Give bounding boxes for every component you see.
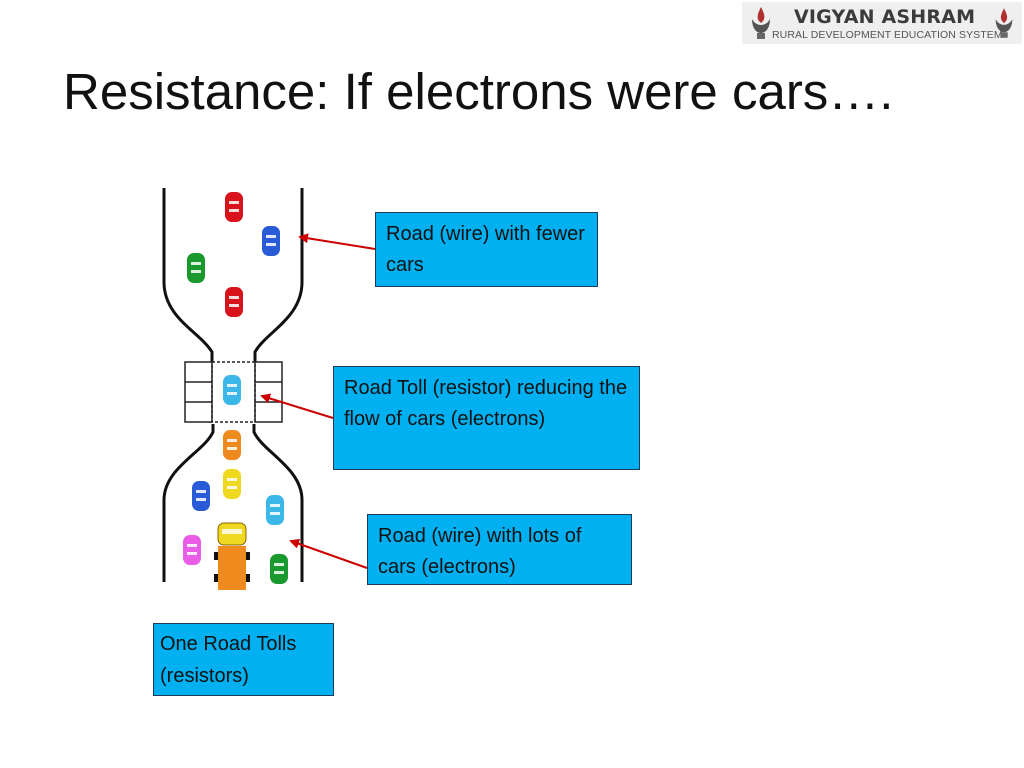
callout-road-toll: Road Toll (resistor) reducing the flow o… [333, 366, 640, 470]
car-icon [225, 287, 243, 317]
callout-fewer-cars: Road (wire) with fewer cars [375, 212, 598, 287]
car-icon [225, 192, 243, 222]
road-bottom [162, 424, 304, 582]
logo-tagline: RURAL DEVELOPMENT EDUCATION SYSTEM [772, 29, 1003, 41]
car-icon [266, 495, 284, 525]
truck-icon [214, 522, 250, 590]
callout-lots-of-cars: Road (wire) with lots of cars (electrons… [367, 514, 632, 585]
lamp-emblem-icon [995, 8, 1013, 38]
slide-title: Resistance: If electrons were cars…. [63, 63, 894, 120]
car-icon [223, 430, 241, 460]
toll-booth [184, 361, 283, 423]
car-icon [192, 481, 210, 511]
road-top [162, 188, 304, 362]
car-icon [270, 554, 288, 584]
car-icon [187, 253, 205, 283]
car-icon [223, 375, 241, 405]
logo-name: VIGYAN ASHRAM [794, 6, 976, 28]
lamp-emblem-icon [752, 7, 770, 39]
logo: VIGYAN ASHRAM RURAL DEVELOPMENT EDUCATIO… [742, 2, 1022, 44]
car-icon [262, 226, 280, 256]
pointer-arrows [260, 233, 376, 569]
car-icon [223, 469, 241, 499]
callout-one-road-toll: One Road Tolls (resistors) [153, 623, 334, 696]
car-icon [183, 535, 201, 565]
